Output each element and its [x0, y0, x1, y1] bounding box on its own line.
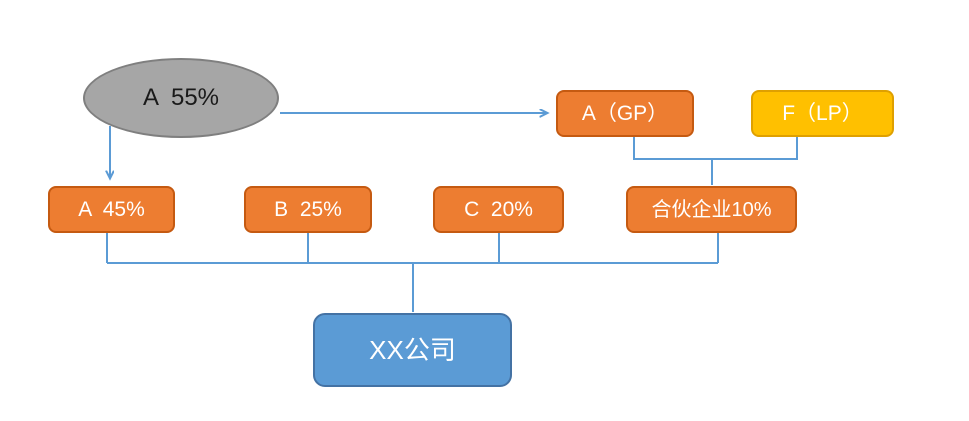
node-xx-company-label: XX公司 — [369, 334, 456, 365]
node-partnership: 合伙企业10% — [626, 186, 797, 233]
node-a-gp-label: A（GP） — [581, 101, 669, 125]
node-shareholder-a-label: A 55% — [142, 83, 220, 111]
node-a-45: A 45% — [48, 186, 175, 233]
node-f-lp: F（LP） — [751, 90, 894, 137]
node-partnership-label: 合伙企业10% — [651, 198, 772, 221]
node-xx-company: XX公司 — [313, 313, 512, 387]
node-shareholder-a: A 55% — [83, 58, 279, 138]
edge-gp-lp-merge — [633, 137, 798, 160]
node-f-lp-label: F（LP） — [782, 101, 863, 125]
node-c-20-label: C 20% — [464, 197, 533, 221]
node-c-20: C 20% — [433, 186, 564, 233]
node-a-gp: A（GP） — [556, 90, 694, 137]
node-b-25-label: B 25% — [274, 197, 342, 221]
node-b-25: B 25% — [244, 186, 372, 233]
node-a-45-label: A 45% — [78, 197, 145, 221]
